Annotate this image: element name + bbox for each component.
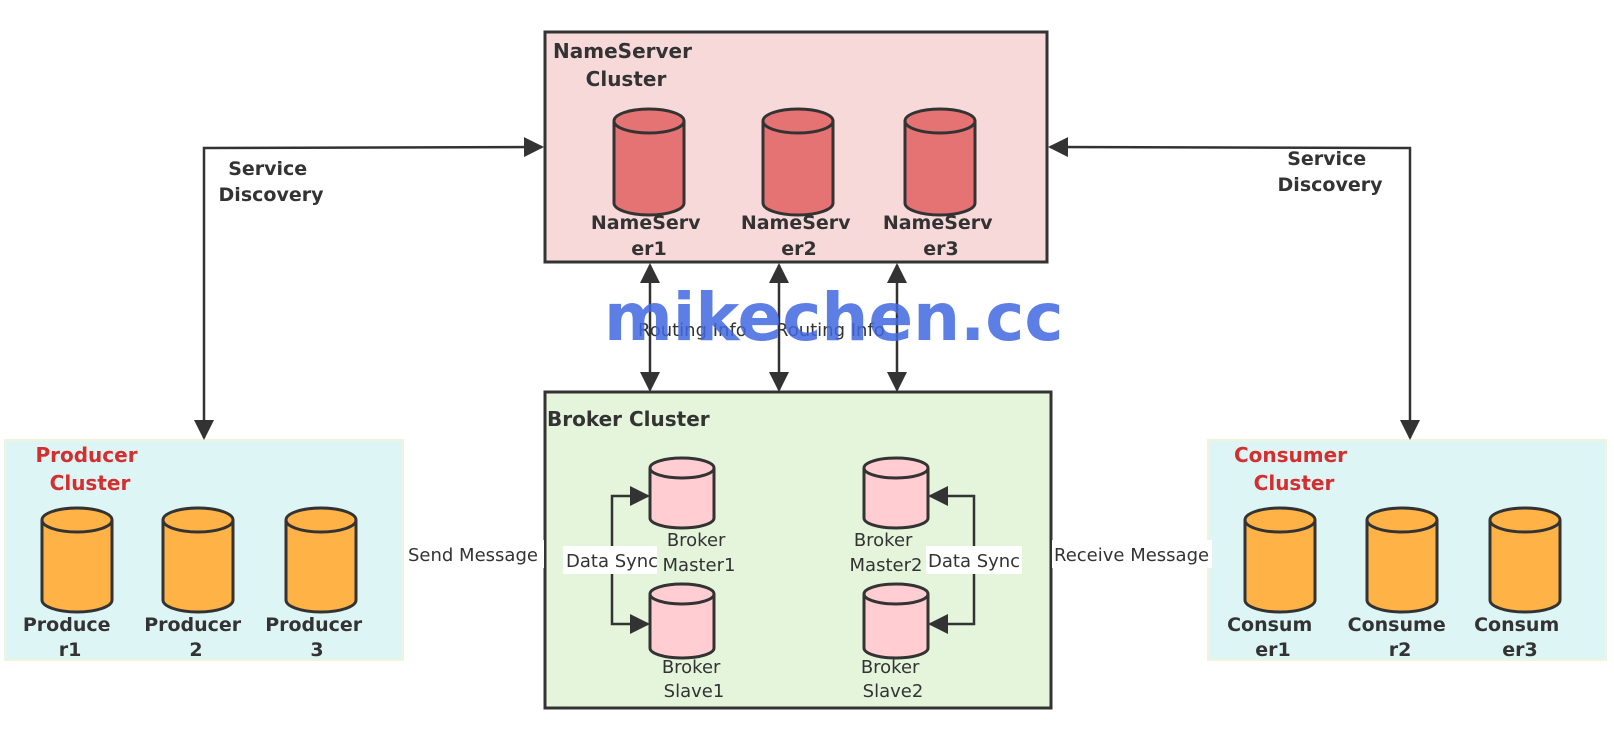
svg-text:Consum er3: Consum er3 [1474, 614, 1566, 661]
broker-master-1-label: Broker [667, 530, 726, 551]
routing-info-label-1: Routing Info [638, 320, 747, 341]
producer-node-2 [161, 506, 235, 614]
producer-node-1-label: Produce [23, 614, 111, 636]
nameserver-cluster-title: NameServer [553, 39, 692, 63]
broker-master-2-label: Broker [854, 530, 913, 551]
producer-cluster-title: Producer [35, 443, 137, 467]
svg-text:Broker Master1: Broker Master1 [663, 530, 736, 576]
broker-master-2 [862, 456, 930, 530]
svg-text:Consume r2: Consume r2 [1348, 614, 1453, 661]
broker-slave-2-label-line2: Slave2 [863, 681, 924, 702]
consumer-cluster-title: Consumer [1234, 443, 1347, 467]
consumer-node-3-label: Consum [1474, 614, 1559, 636]
data-sync-right-label: Data Sync [928, 551, 1020, 572]
broker-slave-1-label-line2: Slave1 [664, 681, 725, 702]
svg-text:Producer Cluster: Producer Cluster [35, 443, 144, 495]
svg-text:Consum er1: Consum er1 [1227, 614, 1319, 661]
svg-text:Producer 2: Producer 2 [144, 614, 248, 661]
consumer-node-1-label-line2: er1 [1255, 639, 1290, 661]
consumer-node-1 [1243, 506, 1317, 614]
nameserver-node-3 [903, 107, 977, 217]
nameserver-node-2-label: NameServ [741, 212, 851, 234]
svg-text:Producer 3: Producer 3 [265, 614, 369, 661]
nameserver-node-1 [612, 107, 686, 217]
consumer-node-1-label: Consum [1227, 614, 1312, 636]
nameserver-node-2 [761, 107, 835, 217]
broker-slave-2-label: Broker [861, 657, 920, 678]
producer-node-1-label-line2: r1 [59, 639, 82, 661]
consumer-cluster-title-line2: Cluster [1254, 471, 1335, 495]
broker-slave-1 [648, 582, 716, 660]
broker-master-1-label-line2: Master1 [663, 555, 736, 576]
producer-cluster-title-line2: Cluster [50, 471, 131, 495]
broker-slave-2 [862, 582, 930, 660]
watermark-text: mikechen.cc [604, 279, 1063, 356]
broker-slave-1-label: Broker [662, 657, 721, 678]
nameserver-cluster-title-line2: Cluster [586, 67, 667, 91]
consumer-node-2 [1365, 506, 1439, 614]
producer-node-2-label: Producer [144, 614, 242, 636]
producer-node-3-label-line2: 3 [310, 639, 323, 661]
svg-text:NameServer Cluster: NameServer Cluster [553, 39, 699, 91]
service-discovery-right-edge [1048, 137, 1420, 440]
consumer-node-2-label: Consume [1348, 614, 1446, 636]
data-sync-left-label: Data Sync [566, 551, 658, 572]
service-discovery-left-label-line2: Discovery [219, 184, 325, 206]
svg-text:Service Discovery: Service Discovery [1278, 148, 1384, 196]
receive-message-label: Receive Message [1054, 545, 1209, 566]
svg-text:Service Discovery: Service Discovery [219, 158, 325, 206]
svg-text:Produce r1: Produce r1 [23, 614, 117, 661]
svg-text:NameServ er3: NameServ er3 [883, 212, 999, 260]
nameserver-node-2-label-line2: er2 [781, 238, 816, 260]
consumer-node-2-label-line2: r2 [1389, 639, 1412, 661]
svg-text:Consumer Cluster: Consumer Cluster [1234, 443, 1354, 495]
producer-node-3-label: Producer [265, 614, 363, 636]
nameserver-node-3-label-line2: er3 [923, 238, 958, 260]
producer-node-2-label-line2: 2 [189, 639, 202, 661]
svg-text:NameServ er2: NameServ er2 [741, 212, 857, 260]
nameserver-node-3-label: NameServ [883, 212, 993, 234]
send-message-label: Send Message [408, 545, 538, 566]
nameserver-node-1-label: NameServ [591, 212, 701, 234]
consumer-node-3-label-line2: er3 [1502, 639, 1537, 661]
svg-text:Broker Slave1: Broker Slave1 [662, 657, 726, 702]
svg-text:NameServ er1: NameServ er1 [591, 212, 707, 260]
broker-cluster-title: Broker Cluster [547, 407, 710, 431]
service-discovery-left-label: Service [228, 158, 307, 180]
service-discovery-right-label: Service [1287, 148, 1366, 170]
service-discovery-left-edge [194, 137, 544, 440]
consumer-node-3 [1488, 506, 1562, 614]
routing-info-label-2: Routing Info [776, 320, 885, 341]
nameserver-node-1-label-line2: er1 [631, 238, 666, 260]
producer-node-1 [40, 506, 114, 614]
broker-master-1 [648, 456, 716, 530]
svg-text:Broker Slave2: Broker Slave2 [861, 657, 925, 702]
svg-text:Broker Master2: Broker Master2 [850, 530, 923, 576]
broker-master-2-label-line2: Master2 [850, 555, 923, 576]
service-discovery-right-label-line2: Discovery [1278, 174, 1384, 196]
producer-node-3 [284, 506, 358, 614]
